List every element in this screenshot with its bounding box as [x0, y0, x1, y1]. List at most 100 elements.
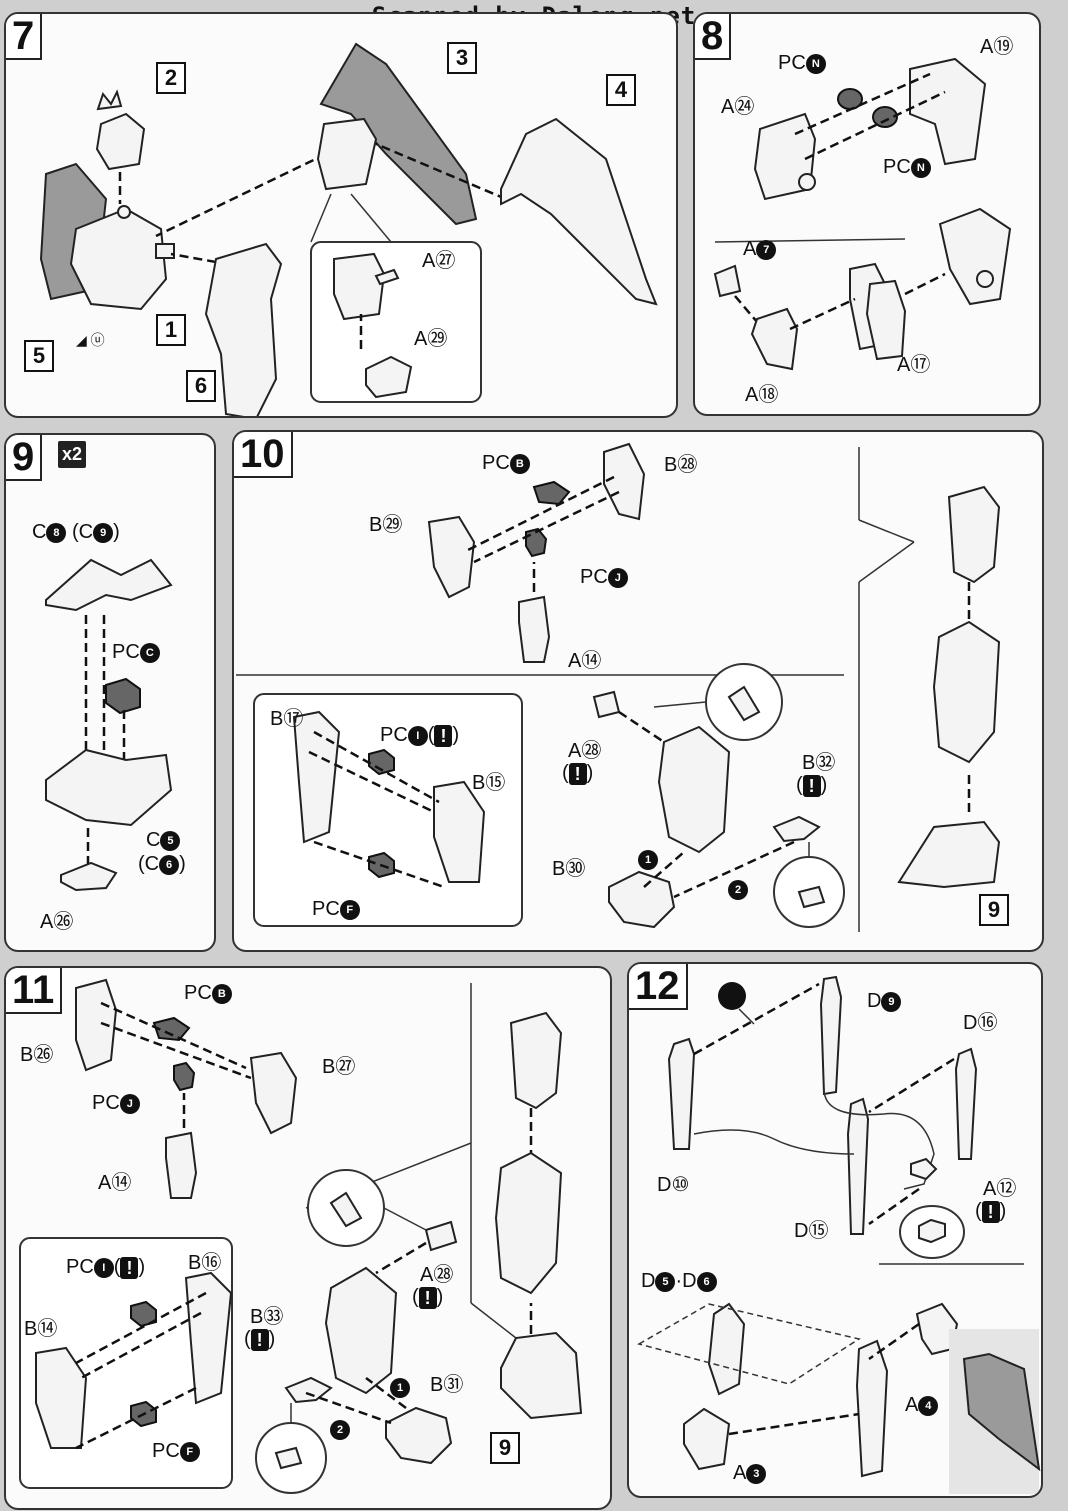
a24-ball [798, 173, 816, 191]
part-b28 [603, 442, 646, 521]
arrow-b33-b31 [305, 1391, 392, 1425]
assembled-joint [938, 207, 1012, 306]
callout-2: 2 [156, 62, 186, 94]
upper-leg-part [947, 485, 1001, 584]
part-d5 [707, 1302, 746, 1396]
callout-1: 1 [156, 314, 186, 346]
arm-upper-assembly [657, 725, 731, 854]
arrow-b31-up [365, 1377, 407, 1409]
arrow-lower [804, 90, 946, 161]
label-b26: B㉖ [20, 1044, 54, 1066]
arrow-a28 [618, 710, 665, 744]
wing-joint-block [316, 117, 378, 191]
detail-a12-piece [918, 1218, 946, 1244]
part-b16 [184, 1271, 233, 1405]
step-10-diagram [236, 442, 1001, 932]
part-a19 [909, 57, 987, 166]
arrow-a18-a17 [789, 297, 856, 331]
step-8-diagram [713, 57, 1012, 371]
marker-icon: ◢ ⓤ [76, 332, 105, 348]
detail-leader-a28 [653, 701, 707, 708]
callout-line-left [310, 193, 332, 243]
arrow-a28 [375, 1241, 427, 1275]
warn-a28: (!) [562, 762, 594, 785]
joint-part-a27 [333, 252, 386, 321]
part-a28 [424, 1220, 458, 1252]
warn-b32: (!) [796, 774, 828, 797]
head-part [95, 112, 146, 171]
part-b15 [433, 780, 486, 883]
arrow-b16-b14-a [75, 1291, 207, 1365]
part-d9 [819, 975, 843, 1096]
label-d16: D⑯ [963, 1012, 998, 1034]
marker-dot-icon [718, 982, 746, 1010]
callout-5: 5 [24, 340, 54, 372]
label-b31: B㉛ [430, 1374, 464, 1396]
label-b30: B㉚ [552, 858, 586, 880]
detail-b33-piece [274, 1446, 303, 1470]
label-a19: A⑲ [980, 36, 1014, 58]
part-b32 [772, 815, 821, 843]
label-a24: A㉔ [721, 96, 755, 118]
callout-9: 9 [490, 1432, 520, 1464]
callout-line-right [350, 193, 392, 243]
warn-b33: (!) [244, 1328, 276, 1351]
part-c8 [45, 558, 173, 612]
callout-3: 3 [447, 42, 477, 74]
part-a14 [518, 595, 551, 663]
warn-a12: (!) [975, 1200, 1007, 1223]
part-b31 [385, 1406, 453, 1465]
label-b29: B㉙ [369, 514, 403, 536]
head-antenna [96, 89, 123, 111]
part-a17 [865, 279, 907, 361]
step-7-diagram [39, 42, 658, 416]
label-b33: B㉝ [250, 1306, 284, 1328]
label-a14: A⑭ [98, 1172, 132, 1194]
upper-leg-part [509, 1011, 563, 1110]
step-8-number: 8 [695, 14, 732, 60]
torso-part [69, 207, 168, 311]
label-b32: B㉜ [802, 752, 836, 774]
label-b15: B⑮ [472, 772, 506, 794]
column-line-b [470, 1302, 517, 1339]
pc-n-upper [837, 88, 863, 110]
detail-a28-piece [329, 1191, 363, 1228]
foot-part [897, 820, 1001, 889]
part-b17 [292, 710, 341, 844]
arm-part [204, 242, 283, 416]
label-a28: A㉘ [420, 1264, 454, 1286]
step-12-diagram [637, 975, 1041, 1494]
part-b14 [35, 1346, 88, 1449]
part-c5 [45, 748, 173, 827]
part-b30 [608, 870, 676, 929]
label-a17: A⑰ [897, 354, 931, 376]
arrow-b26-b27-b [100, 1021, 252, 1080]
arrow-a12 [868, 1187, 920, 1226]
step-10-number: 10 [234, 432, 293, 478]
label-b14: B⑭ [24, 1318, 58, 1340]
step-7-panel: 7 2 3 4 1 5 6 ◢ ⓤ A㉗ A㉙ [4, 12, 678, 418]
label-a26: A㉖ [40, 911, 74, 933]
arrow-b17-b15-a [313, 730, 440, 804]
label-a12: A⑫ [983, 1178, 1017, 1200]
part-d10 [667, 1037, 696, 1150]
order-1: 1 [390, 1376, 410, 1399]
shoulder-peg [155, 243, 175, 259]
arrow-wing4-to-wing3 [375, 142, 507, 201]
part-b26 [75, 978, 118, 1072]
part-b33 [284, 1376, 333, 1404]
step-11-number: 11 [6, 968, 63, 1014]
wing-unit-part [319, 42, 478, 226]
foot-part [500, 1331, 583, 1420]
detail-leader-a28 [383, 1207, 427, 1231]
step-9-diagram [45, 558, 173, 892]
